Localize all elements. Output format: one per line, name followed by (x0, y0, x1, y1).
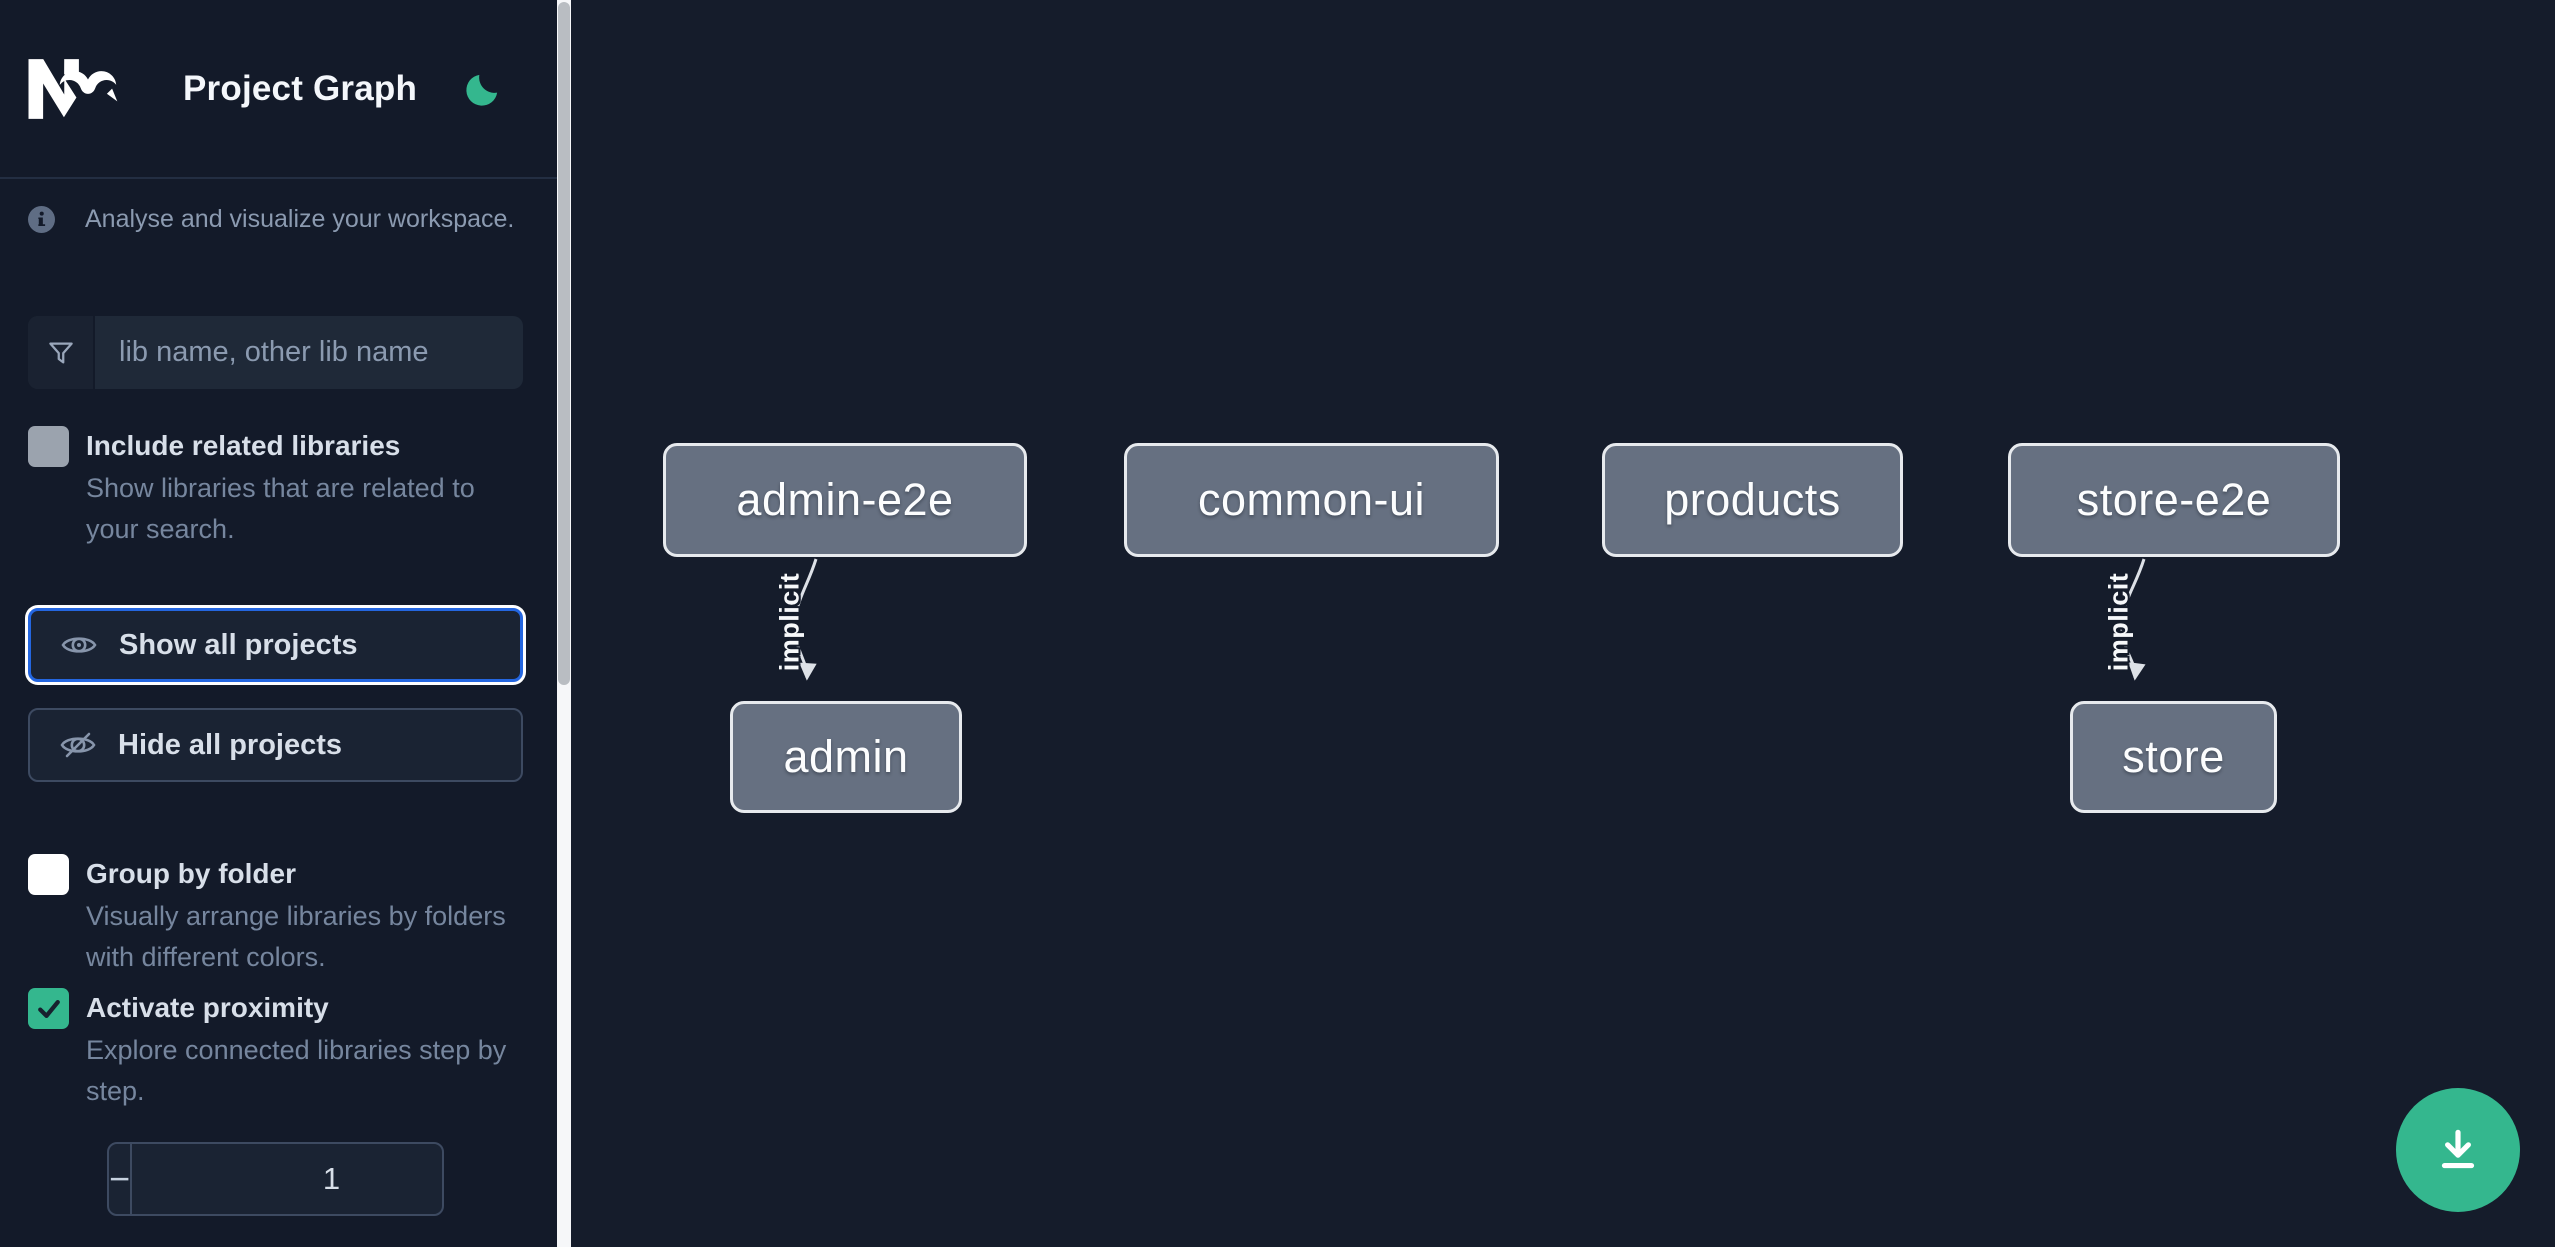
show-all-projects-button[interactable]: Show all projects (28, 608, 523, 682)
include-related-checkbox[interactable] (28, 426, 69, 467)
moon-icon (466, 74, 498, 106)
graph-node-common-ui[interactable]: common-ui (1124, 443, 1499, 557)
nx-logo-icon (28, 59, 118, 119)
graph-canvas[interactable]: implicit implicit admin-e2e common-ui pr… (571, 0, 2555, 1247)
search-bar (28, 316, 523, 389)
edge-label-implicit-store[interactable]: implicit (2103, 572, 2134, 672)
tagline-text: Analyse and visualize your workspace. (85, 204, 515, 233)
proximity-depth-input[interactable] (132, 1144, 442, 1214)
sidebar-scrollbar-track[interactable] (557, 0, 571, 1247)
download-icon (2441, 1129, 2475, 1169)
tagline-row: Analyse and visualize your workspace. (28, 198, 541, 240)
show-all-projects-label: Show all projects (119, 628, 358, 661)
checkmark-icon (37, 999, 60, 1018)
page-title: Project Graph (183, 69, 418, 108)
info-icon (28, 205, 55, 233)
graph-node-store[interactable]: store (2070, 701, 2277, 813)
hide-all-projects-button[interactable]: Hide all projects (28, 708, 523, 782)
proximity-depth-stepper: − + (107, 1142, 444, 1216)
group-by-folder-checkbox[interactable] (28, 854, 69, 895)
eye-icon (61, 637, 97, 653)
hide-all-projects-label: Hide all projects (118, 728, 343, 761)
graph-node-store-e2e[interactable]: store-e2e (2008, 443, 2340, 557)
sidebar-header: Project Graph (0, 0, 557, 178)
graph-node-products[interactable]: products (1602, 443, 1903, 557)
header-divider (0, 177, 557, 179)
group-by-folder-toggle[interactable]: Group by folder Visually arrange librari… (28, 852, 528, 978)
graph-node-admin-e2e[interactable]: admin-e2e (663, 443, 1027, 557)
edge-label-implicit-admin[interactable]: implicit (774, 572, 805, 672)
activate-proximity-description: Explore connected libraries step by step… (86, 1035, 507, 1106)
group-by-folder-description: Visually arrange libraries by folders wi… (86, 901, 506, 972)
sidebar: Project Graph Analyse and visualize your… (0, 0, 557, 1247)
activate-proximity-label: Activate proximity (86, 992, 329, 1023)
search-input[interactable] (95, 316, 523, 389)
include-related-libraries-toggle[interactable]: Include related libraries Show libraries… (28, 424, 528, 550)
include-related-label: Include related libraries (86, 430, 401, 461)
activate-proximity-toggle[interactable]: Activate proximity Explore connected lib… (28, 986, 528, 1112)
eye-off-icon (60, 732, 96, 758)
download-graph-button[interactable] (2396, 1088, 2520, 1212)
group-by-folder-label: Group by folder (86, 858, 296, 889)
graph-node-admin[interactable]: admin (730, 701, 962, 813)
include-related-description: Show libraries that are related to your … (86, 473, 475, 544)
decrement-button[interactable]: − (109, 1144, 133, 1214)
sidebar-scrollbar-thumb[interactable] (558, 2, 570, 685)
activate-proximity-checkbox[interactable] (28, 988, 69, 1029)
dependency-edges (793, 558, 2146, 681)
funnel-filter-icon (28, 316, 95, 389)
theme-toggle-button[interactable] (461, 67, 505, 111)
